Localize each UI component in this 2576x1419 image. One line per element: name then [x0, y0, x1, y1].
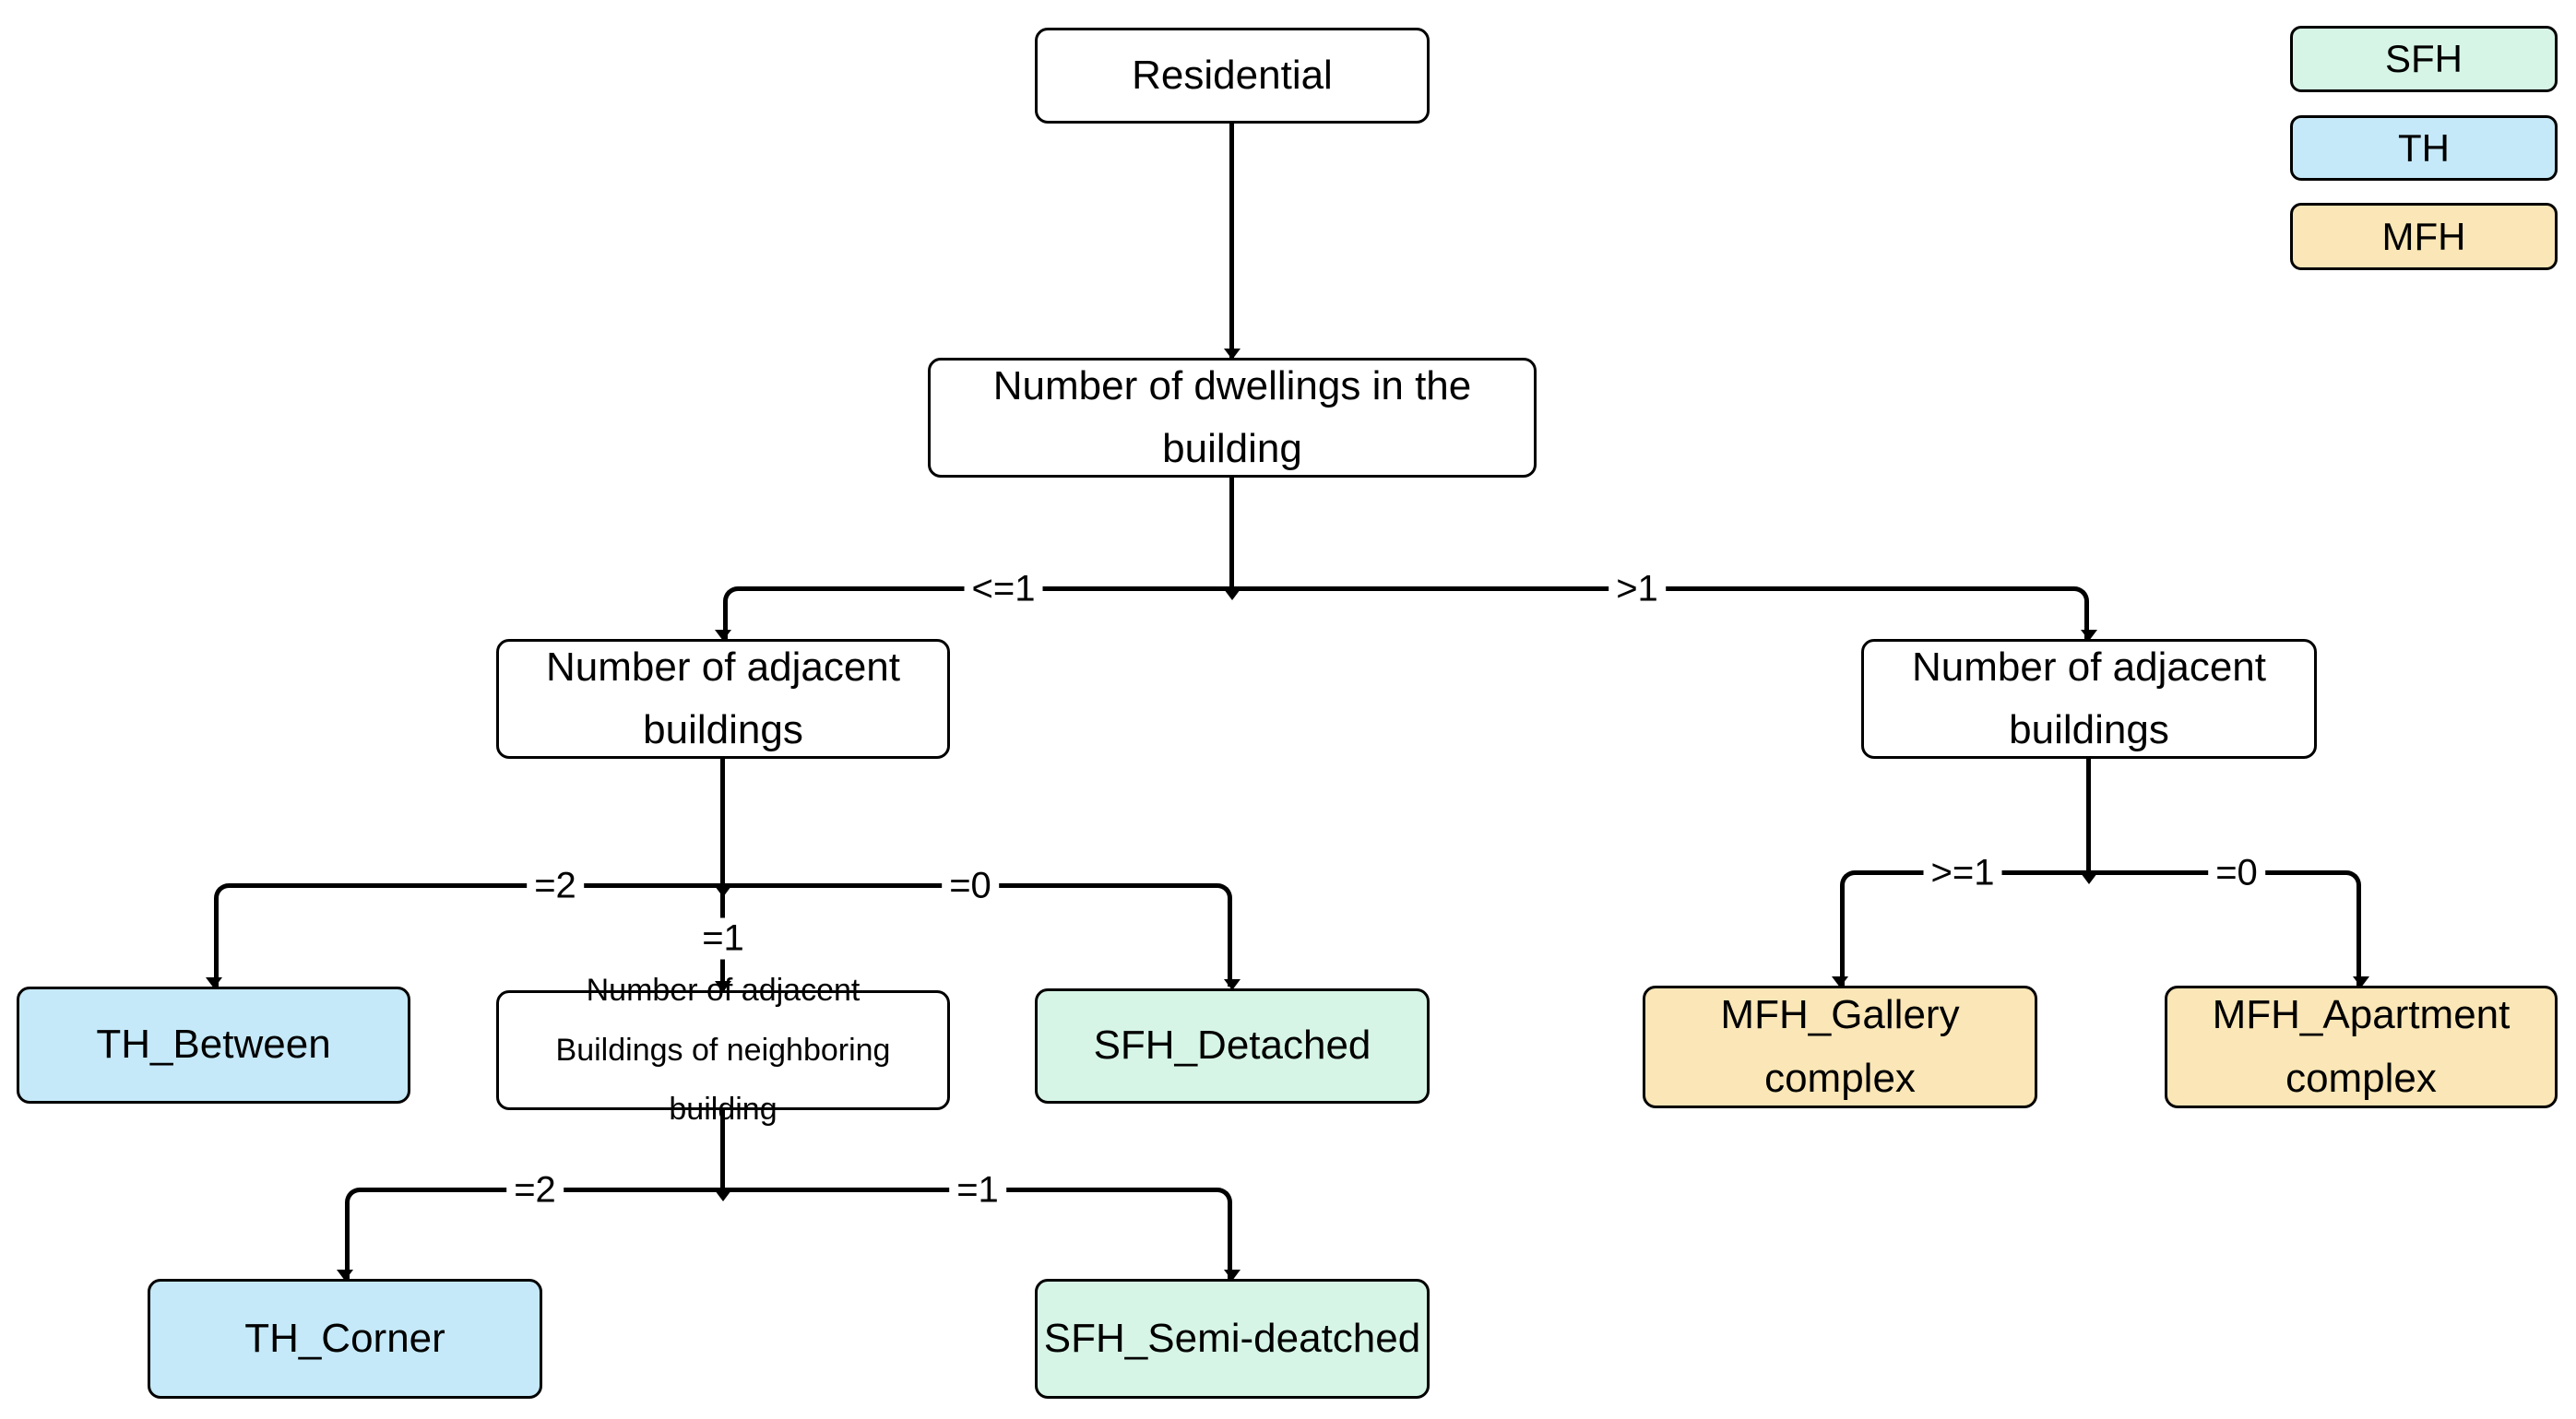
edge-adjacent-right-trunk [2086, 759, 2091, 870]
edge-label-eq1-mid: =1 [694, 917, 752, 960]
node-adjacent-buildings-left: Number of adjacent buildings [496, 639, 950, 759]
node-th-between: TH_Between [17, 987, 410, 1104]
node-neighbor-adjacency: Number of adjacent Buildings of neighbor… [496, 973, 950, 1127]
branch-adjacent-left [214, 883, 1232, 987]
node-residential: Residential [1035, 28, 1430, 124]
node-sfh-detached: SFH_Detached [1035, 988, 1430, 1104]
node-number-of-dwellings: Number of dwellings in the building [928, 358, 1537, 478]
node-th-corner: TH_Corner [148, 1279, 542, 1399]
arrow-tip [1224, 589, 1241, 600]
legend-item-th: TH [2290, 115, 2558, 181]
node-adjacent-buildings-right: Number of adjacent buildings [1861, 639, 2317, 759]
edge-residential-dwellings [1229, 124, 1234, 358]
arrow-tip [715, 886, 731, 897]
arrow-tip [1224, 349, 1241, 360]
arrow-tip [2081, 630, 2097, 641]
edge-label-le1: <=1 [964, 568, 1043, 610]
arrow-tip [715, 630, 731, 641]
branch-neighbor [345, 1188, 1232, 1279]
node-mfh-gallery-complex: MFH_Gallery complex [1643, 986, 2037, 1108]
edge-label-eq2-bottom: =2 [506, 1169, 564, 1212]
branch-adjacent-right [1840, 870, 2361, 986]
arrow-tip [2353, 976, 2369, 987]
edge-label-eq1-bottom: =1 [949, 1169, 1006, 1212]
arrow-tip [337, 1270, 353, 1281]
legend-item-mfh: MFH [2290, 203, 2558, 270]
arrow-tip [206, 977, 222, 988]
node-sfh-semi-detached: SFH_Semi-deatched [1035, 1279, 1430, 1399]
edge-label-eq2-left: =2 [527, 865, 584, 907]
arrow-tip [715, 1190, 731, 1201]
arrow-tip [715, 981, 731, 992]
edge-label-gt1: >1 [1609, 568, 1666, 610]
legend-item-sfh: SFH [2290, 26, 2558, 92]
edge-label-eq0-left: =0 [942, 865, 999, 907]
arrow-tip [1224, 1270, 1241, 1281]
arrow-tip [1832, 976, 1848, 987]
edge-neighbor-trunk [720, 1110, 725, 1188]
edge-adjacent-left-neighbor [720, 759, 725, 990]
edge-label-ge1-right: >=1 [1923, 852, 2002, 894]
branch-dwellings [723, 586, 2089, 639]
arrow-tip [2081, 873, 2097, 884]
arrow-tip [1224, 979, 1241, 990]
edge-label-eq0-right: =0 [2208, 852, 2265, 894]
edge-dwellings-trunk [1229, 478, 1234, 586]
node-mfh-apartment-complex: MFH_Apartment complex [2165, 986, 2558, 1108]
